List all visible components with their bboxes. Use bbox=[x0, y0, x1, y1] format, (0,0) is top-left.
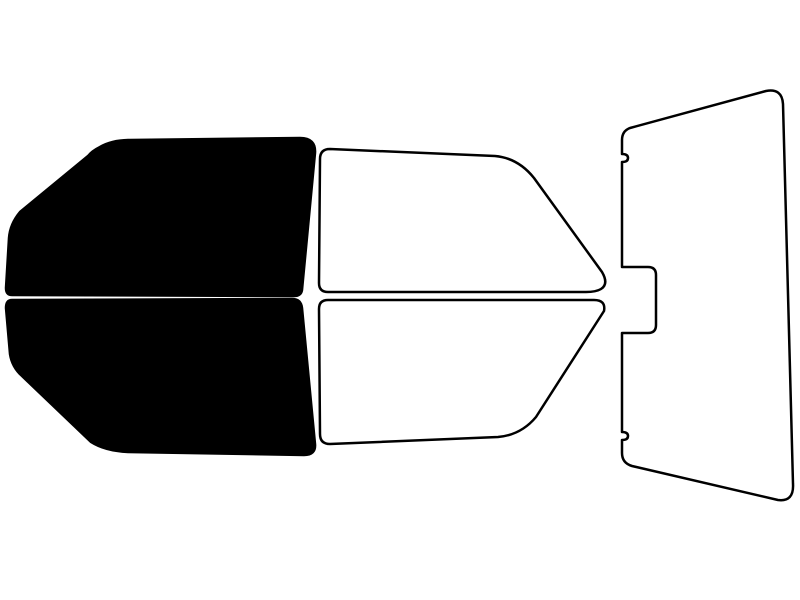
front-lower-window[interactable] bbox=[4, 297, 317, 457]
front-upper-window[interactable] bbox=[4, 136, 317, 298]
back-window[interactable] bbox=[620, 89, 795, 502]
rear-upper-window[interactable] bbox=[317, 147, 607, 294]
rear-lower-window[interactable] bbox=[317, 298, 606, 446]
